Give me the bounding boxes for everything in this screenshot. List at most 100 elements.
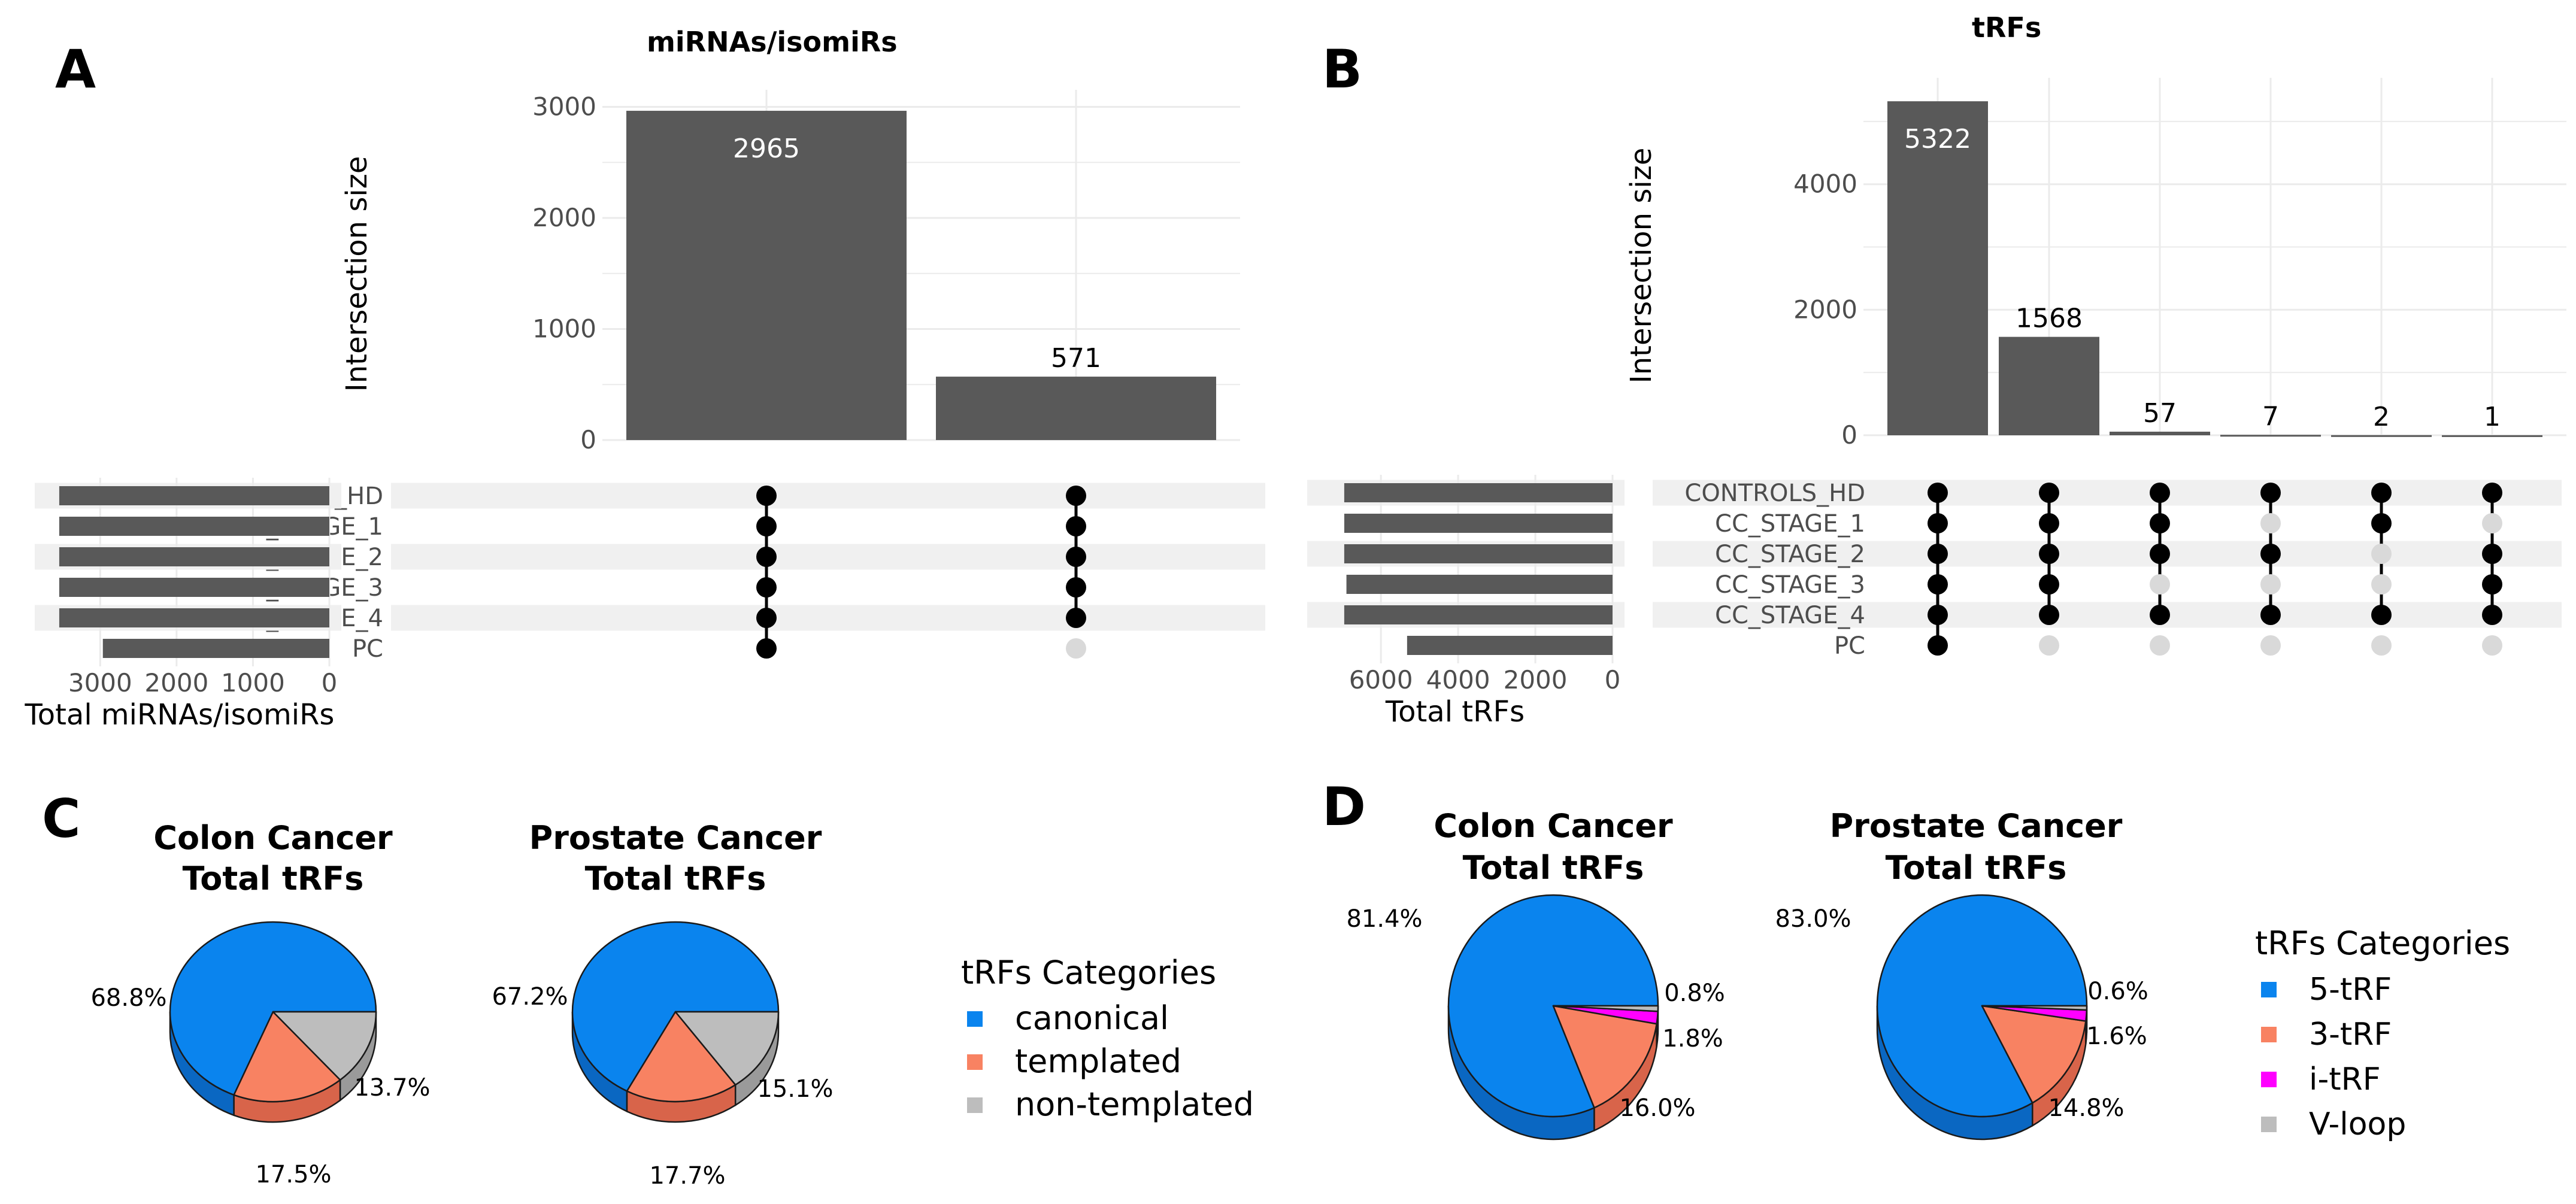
panel-label-d: D [1322,776,1366,838]
pie-title-line: Total tRFs [1886,849,2067,887]
legend-swatch [2261,1072,2277,1087]
y-tick-label: 4000 [1793,169,1857,199]
intersection-label: 2965 [733,134,800,164]
legend-swatch [967,1011,983,1027]
pie-slice-label: 0.6% [2087,978,2148,1005]
upset-title: tRFs [1972,11,2041,44]
set-name-label: PC [1834,632,1865,660]
matrix-dot-filled [756,547,777,567]
set-size-bar [102,639,330,658]
legend-item-label: 5-tRF [2309,972,2392,1008]
matrix-dot-empty [2039,635,2059,656]
matrix-dot-empty [2482,635,2502,656]
pie-slice-label: 67.2% [492,983,568,1011]
matrix-dot-empty [2150,635,2170,656]
y-tick-label: 2000 [532,203,596,232]
intersection-bar [1887,101,1988,435]
set-name-label: CC_STAGE_3 [1715,571,1865,599]
pie-title-line: Total tRFs [183,860,364,897]
pie-slice-label: 0.8% [1664,979,1725,1007]
y-axis-title: Intersection size [1625,148,1658,384]
matrix-dot-empty [2482,513,2502,533]
pie-slice [233,1011,341,1103]
setsize-axis-title: Total miRNAs/isomiRs [25,698,335,732]
set-size-bar [1344,544,1613,563]
intersection-label: 1568 [2016,304,2083,334]
set-size-bar [1344,605,1613,624]
setsize-tick-label: 1000 [221,668,285,697]
matrix-dot-empty [2371,544,2392,564]
setsize-tick-label: 4000 [1426,665,1490,695]
matrix-dot-empty [2371,574,2392,595]
matrix-dot-filled [756,486,777,506]
matrix-dot-filled [756,516,777,536]
pie-slice [571,921,780,1092]
pie-slice-label: 16.0% [1619,1094,1695,1122]
matrix-dot-filled [2039,544,2059,564]
matrix-dot-filled [756,577,777,598]
y-tick-label: 2000 [1793,295,1857,324]
pie-slice-label: 68.8% [90,984,166,1012]
intersection-label: 571 [1051,343,1101,374]
y-tick-label: 1000 [532,314,596,344]
matrix-dot-filled [1066,577,1086,598]
matrix-dot-filled [1928,605,1948,625]
matrix-dot-filled [1066,486,1086,506]
intersection-bar [936,377,1216,440]
pie-slice-label: 17.5% [255,1161,331,1188]
matrix-dot-empty [1066,638,1086,659]
set-size-bar [59,486,329,505]
matrix-dot-filled [1066,516,1086,536]
set-size-bar [1346,575,1613,594]
matrix-row-shade [391,483,1265,509]
set-size-bar [59,578,329,597]
matrix-dot-filled [1928,635,1948,656]
legend-title: tRFs Categories [2255,924,2510,962]
matrix-dot-filled [1066,547,1086,567]
pie-title-line: Colon Cancer [1434,807,1673,845]
pie-slice [1552,1005,1659,1012]
legend-item-label: templated [1015,1042,1181,1080]
y-tick-label: 0 [580,425,596,454]
legend-item-label: canonical [1015,999,1169,1037]
panel-label-c: C [42,788,81,850]
set-size-bar [1344,483,1613,502]
legend-swatch [2261,1027,2277,1042]
matrix-dot-filled [1928,574,1948,595]
pie-slice [674,1011,780,1086]
set-size-bar [59,608,329,627]
setsize-tick-label: 2000 [1504,665,1568,695]
legend-swatch [967,1054,983,1070]
setsize-axis-title: Total tRFs [1385,695,1525,729]
legend-item-label: V-loop [2309,1106,2406,1142]
matrix-row-shade [1653,480,2562,506]
pie-slice [1981,1005,2088,1011]
legend-swatch [967,1097,983,1113]
matrix-dot-filled [2371,605,2392,625]
matrix-dot-filled [1928,544,1948,564]
pie-slice-label: 83.0% [1775,905,1851,933]
matrix-dot-empty [2371,635,2392,656]
pie-slice [272,1011,377,1081]
y-axis-title: Intersection size [340,156,374,392]
matrix-dot-filled [1066,608,1086,628]
matrix-dot-filled [1928,483,1948,503]
legend-title: tRFs Categories [961,954,1216,991]
intersection-bar [2220,435,2321,437]
pie-slice [169,921,377,1096]
matrix-dot-filled [2371,513,2392,533]
setsize-tick-label: 0 [322,668,338,697]
matrix-dot-filled [2039,513,2059,533]
matrix-dot-empty [2260,635,2281,656]
set-size-bar [59,517,329,536]
matrix-row-shade [391,544,1265,570]
setsize-tick-label: 2000 [144,668,208,697]
matrix-dot-filled [2482,574,2502,595]
intersection-label: 1 [2484,402,2501,432]
matrix-row-shade [391,605,1265,631]
intersection-bar [2442,435,2542,437]
set-name-label: CC_STAGE_2 [1715,541,1865,568]
matrix-dot-filled [2260,483,2281,503]
pie-slice-label: 17.7% [649,1162,725,1190]
matrix-dot-filled [2371,483,2392,503]
